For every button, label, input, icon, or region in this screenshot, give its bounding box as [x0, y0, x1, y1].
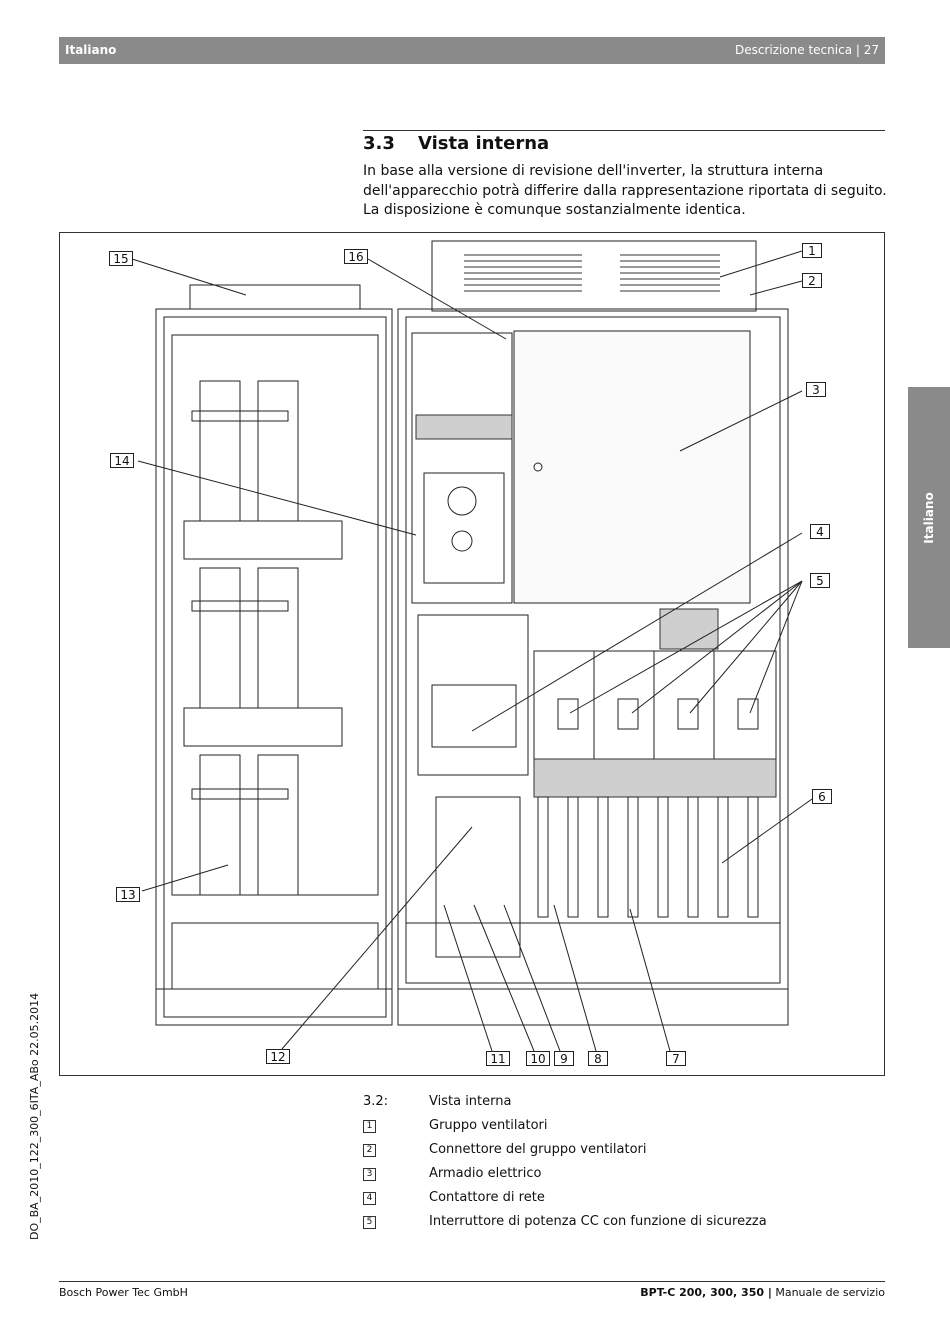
- callout-7: 7: [666, 1051, 686, 1066]
- caption-item-text: Connettore del gruppo ventilatori: [429, 1142, 647, 1157]
- header-section-page: Descrizione tecnica | 27: [734, 43, 879, 57]
- callout-12: 12: [266, 1049, 290, 1064]
- section-intro: In base alla versione di revisione dell'…: [363, 163, 887, 218]
- page-header: Italiano Descrizione tecnica | 27: [59, 37, 885, 64]
- caption-item-text: Gruppo ventilatori: [429, 1118, 548, 1133]
- caption-figure-ref: 3.2:: [363, 1094, 389, 1109]
- caption-item-key: 2: [363, 1144, 376, 1157]
- caption-item-text: Armadio elettrico: [429, 1166, 542, 1181]
- callout-10: 10: [526, 1051, 550, 1066]
- caption-item: 1 Gruppo ventilatori: [363, 1118, 883, 1142]
- callout-3: 3: [806, 382, 826, 397]
- cabinet-drawing: [131, 240, 813, 1052]
- footer-company: Bosch Power Tec GmbH: [59, 1286, 188, 1299]
- callout-5: 5: [810, 573, 830, 588]
- caption-item-key: 4: [363, 1192, 376, 1205]
- callout-11: 11: [486, 1051, 510, 1066]
- figure-caption: 3.2: Vista interna 1 Gruppo ventilatori …: [363, 1094, 883, 1238]
- callout-15: 15: [109, 251, 133, 266]
- callout-1: 1: [802, 243, 822, 258]
- section-title: 3.3 Vista interna: [363, 133, 549, 154]
- caption-item-text: Interruttore di potenza CC con funzione …: [429, 1214, 767, 1229]
- interior-view-figure: 15 16 1 2 3 4 5 6 7 8 9 10 11 12 13 14: [59, 232, 885, 1076]
- header-language: Italiano: [65, 43, 117, 57]
- caption-item-text: Contattore di rete: [429, 1190, 545, 1205]
- section-rule: [363, 130, 885, 131]
- callout-8: 8: [588, 1051, 608, 1066]
- callout-14: 14: [110, 453, 134, 468]
- footer-product-name: BPT-C 200, 300, 350 |: [640, 1286, 772, 1299]
- language-side-tab: Italiano: [908, 387, 950, 648]
- section-number: 3.3: [363, 133, 395, 154]
- section-heading: Vista interna: [418, 133, 550, 154]
- callout-6: 6: [812, 789, 832, 804]
- callout-9: 9: [554, 1051, 574, 1066]
- caption-item-key: 1: [363, 1120, 376, 1133]
- footer-product: BPT-C 200, 300, 350 | Manuale de servizi…: [640, 1286, 885, 1299]
- callout-13: 13: [116, 887, 140, 902]
- callout-2: 2: [802, 273, 822, 288]
- document-code: DO_BA_2010_122_300_6ITA_ABo 22.05.2014: [28, 992, 41, 1240]
- callout-16: 16: [344, 249, 368, 264]
- caption-item: 5 Interruttore di potenza CC con funzion…: [363, 1214, 883, 1238]
- side-tab-label: Italiano: [922, 491, 936, 544]
- footer-rule: [59, 1281, 885, 1282]
- caption-item: 2 Connettore del gruppo ventilatori: [363, 1142, 883, 1166]
- footer-manual: Manuale de servizio: [771, 1286, 885, 1299]
- callout-4: 4: [810, 524, 830, 539]
- caption-item-key: 3: [363, 1168, 376, 1181]
- caption-item: 3 Armadio elettrico: [363, 1166, 883, 1190]
- caption-figure-title: Vista interna: [429, 1094, 512, 1109]
- caption-item: 4 Contattore di rete: [363, 1190, 883, 1214]
- caption-item-key: 5: [363, 1216, 376, 1229]
- caption-title-row: 3.2: Vista interna: [363, 1094, 883, 1118]
